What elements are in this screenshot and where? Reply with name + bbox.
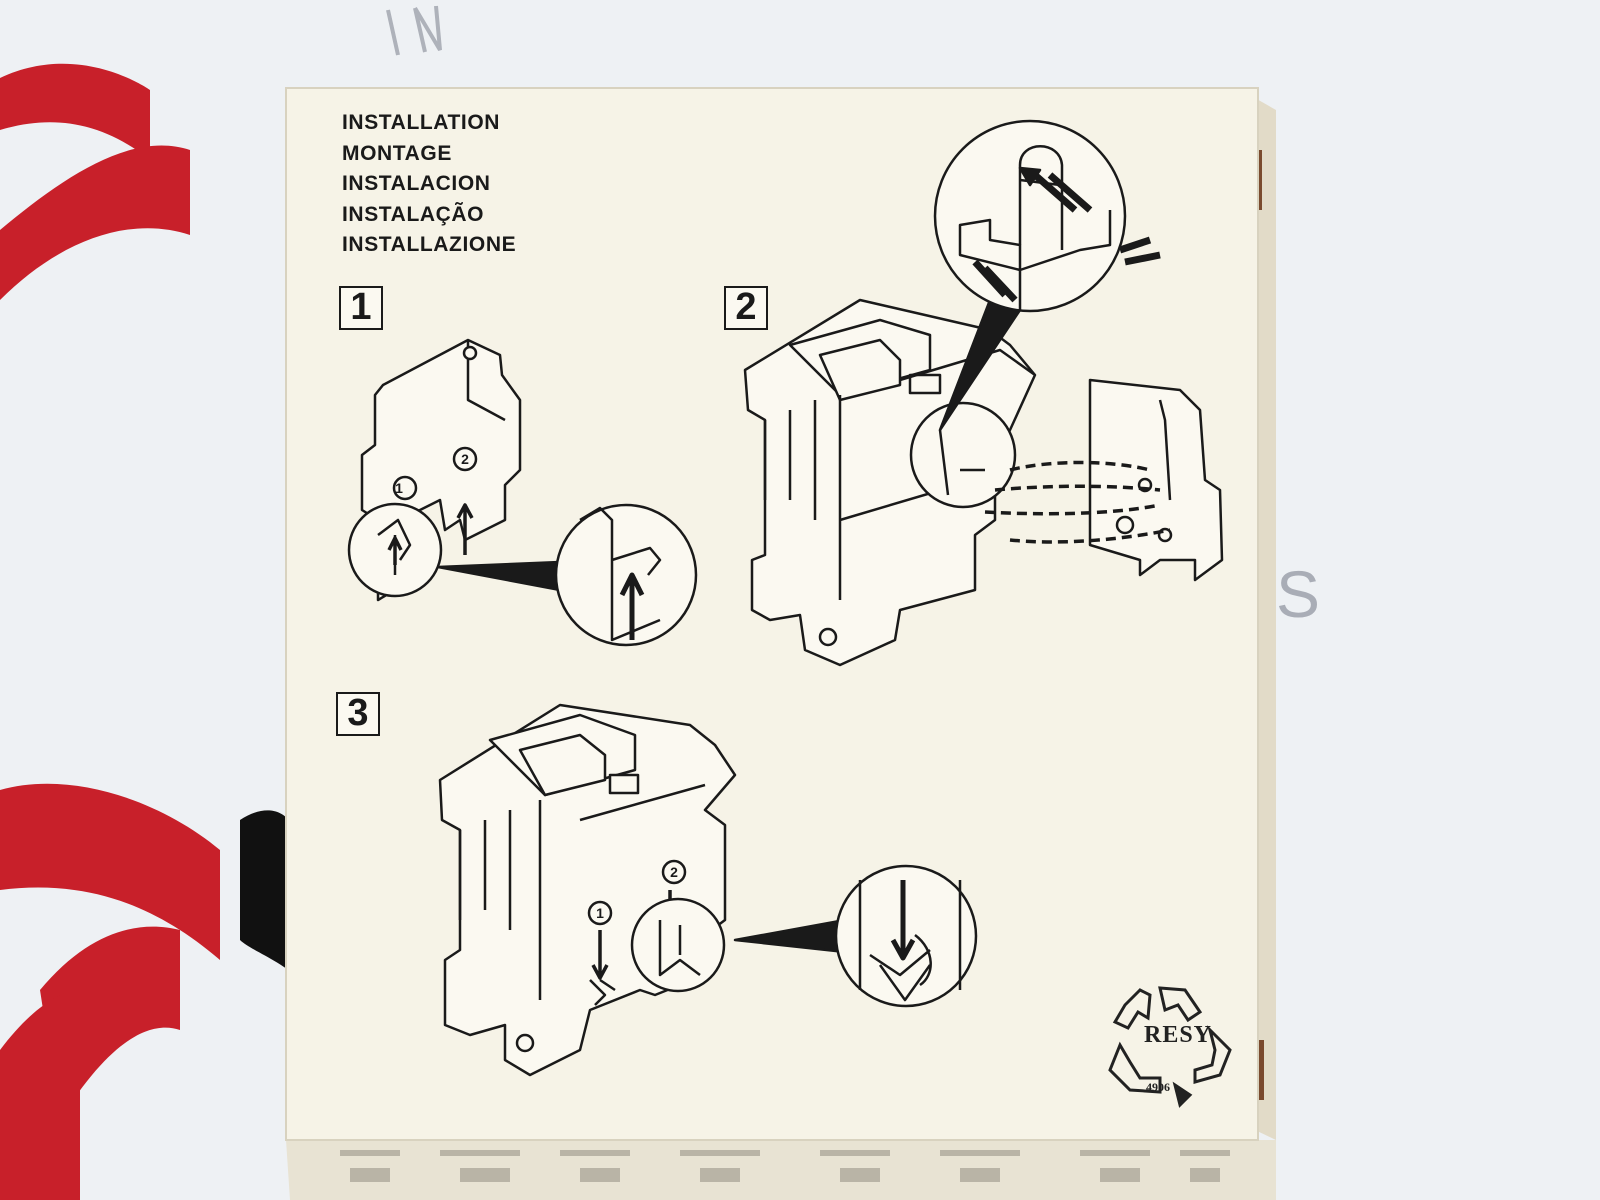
step-3-number-box: 3: [336, 692, 380, 736]
step-1-illustration: [347, 338, 698, 647]
installation-heading: INSTALLATION MONTAGE INSTALACION INSTALA…: [342, 108, 516, 261]
step-3-callout-2: 2: [670, 864, 678, 880]
step-1-callout-2: 2: [461, 451, 469, 467]
heading-line-en: INSTALLATION: [342, 111, 501, 134]
step-1-number-box: 1: [339, 286, 383, 330]
step-3-illustration: [438, 703, 978, 1077]
heading-line-es: INSTALACION: [342, 172, 491, 195]
step-2-number-box: 2: [724, 286, 768, 330]
background-letter-s: S: [1276, 557, 1321, 631]
recycle-arrows-icon: [1108, 986, 1232, 1108]
heading-line-it: INSTALLAZIONE: [342, 233, 517, 256]
box-side: [286, 98, 1276, 1200]
box-bottom-print: [340, 1150, 1230, 1182]
resy-recycle-logo: RESY 4906: [1116, 982, 1236, 1102]
background-red-shapes: [0, 63, 300, 1200]
heading-line-pt: INSTALAÇÃO: [342, 202, 485, 226]
step-1-callout-1: 1: [395, 480, 403, 496]
resy-logo-code: 4906: [1146, 1080, 1170, 1094]
step-2-illustration: [743, 119, 1224, 667]
background-faint-letters: [386, 5, 442, 56]
heading-line-fr: MONTAGE: [342, 141, 452, 165]
resy-logo-text: RESY: [1143, 1022, 1213, 1048]
step-3-callout-1: 1: [596, 905, 604, 921]
